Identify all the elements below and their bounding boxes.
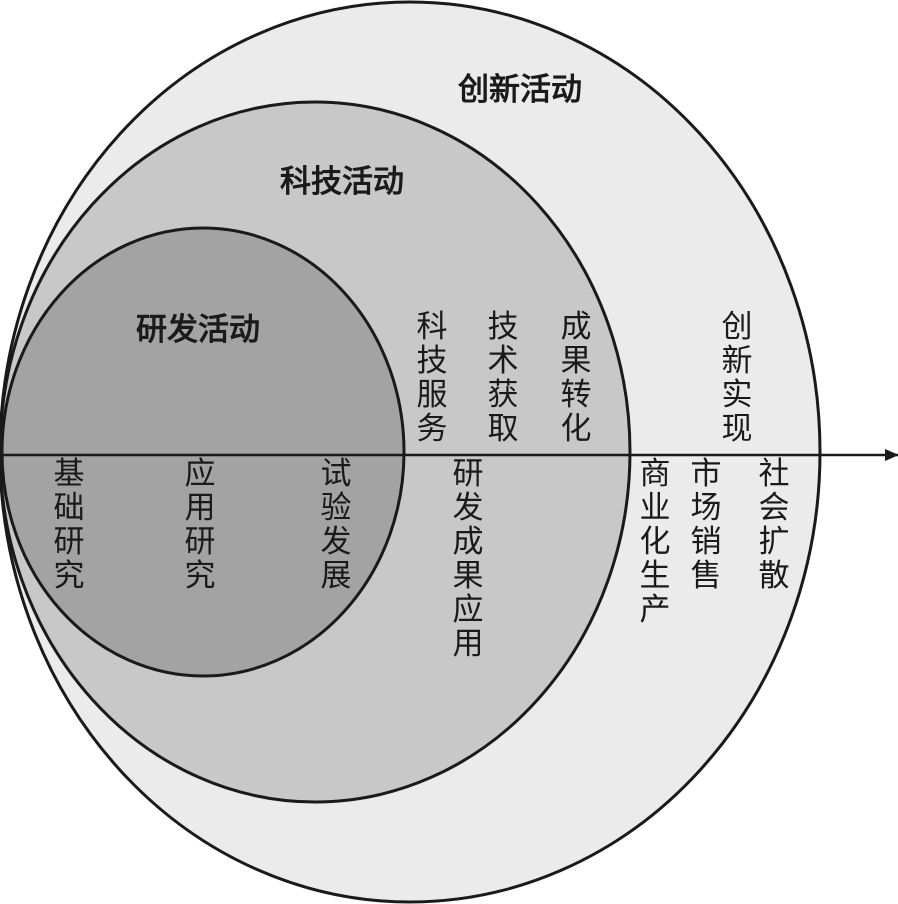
innovation-title: 创新活动 <box>457 72 582 108</box>
label-market-sales: 市场销售 <box>691 456 722 594</box>
label-innovation-implementation: 创新实现 <box>722 309 753 447</box>
label-applied-research: 应用研究 <box>185 456 216 594</box>
label-tech-acquisition: 技术获取 <box>488 309 519 447</box>
label-commercial-production: 商业化生产 <box>640 456 671 628</box>
label-social-diffusion: 社会扩散 <box>759 456 790 594</box>
label-result-transfer: 成果转化 <box>561 309 592 447</box>
label-rnd-result-application: 研发成果应用 <box>453 456 484 662</box>
label-sci-tech-service: 科技服务 <box>417 309 448 447</box>
rnd-circle <box>0 226 406 678</box>
sci-tech-title: 科技活动 <box>280 164 404 200</box>
rnd-title: 研发活动 <box>136 312 260 348</box>
label-experimental-development: 试验发展 <box>321 456 352 594</box>
label-basic-research: 基础研究 <box>54 456 85 594</box>
